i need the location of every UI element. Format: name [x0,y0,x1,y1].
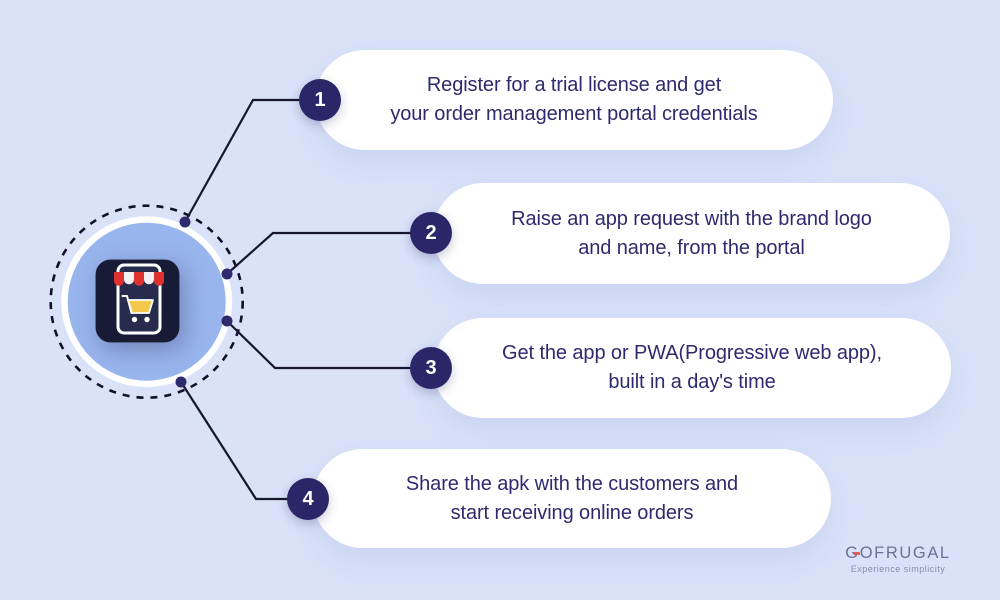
step-1-line-1: Register for a trial license and get [426,74,722,96]
step-number-1: 1 [299,79,341,121]
step-2-line-2: and name, from the portal [578,236,805,259]
gofrugal-logo: GOFRUGAL Experience simplicity [843,544,953,574]
step-text-3: Get the app or PWA(Progressive web app),… [502,339,882,397]
connector-line-4 [180,381,300,501]
step-card-3: Get the app or PWA(Progressive web app),… [433,318,951,418]
step-text-4: Share the apk with the customers and sta… [406,470,738,528]
gofrugal-wordmark: GOFRUGAL [843,544,953,562]
connector-dot-2 [221,268,233,280]
connector-line-2 [226,231,420,275]
logo-g-glyph: G [845,544,861,562]
step-card-1: Register for a trial license and get you… [315,50,833,150]
step-3-line-2: built in a day's time [608,371,776,393]
step-card-2: Raise an app request with the brand logo… [433,183,950,284]
step-4-line-1: Share the apk with the customers and [405,472,739,495]
step-2-line-1: Raise an app request with the brand logo [511,207,872,230]
step-3-line-1: Get the app or PWA(Progressive web app), [502,342,882,364]
step-1-line-2: your order management portal credentials [390,103,758,125]
dashed-circle [49,204,244,400]
connector-dot-4 [175,376,187,388]
connector-line-3 [226,320,420,370]
connector-line-1 [184,98,310,223]
connector-dot-3 [221,315,233,327]
cart-icon [121,295,154,323]
logo-rest: OFRUGAL [859,544,951,562]
step-number-3: 3 [410,347,452,389]
step-number-2: 2 [410,212,452,254]
awning-icon [114,272,164,286]
step-4-line-2: start receiving online orders [450,501,694,524]
connector-dot-1 [179,216,191,228]
step-number-4: 4 [287,478,329,520]
step-text-1: Register for a trial license and get you… [390,71,757,129]
step-card-4: Share the apk with the customers and sta… [313,449,831,548]
storefront-mobile-app-icon [95,259,180,343]
step-text-2: Raise an app request with the brand logo… [511,205,872,263]
logo-tagline: Experience simplicity [850,564,946,574]
